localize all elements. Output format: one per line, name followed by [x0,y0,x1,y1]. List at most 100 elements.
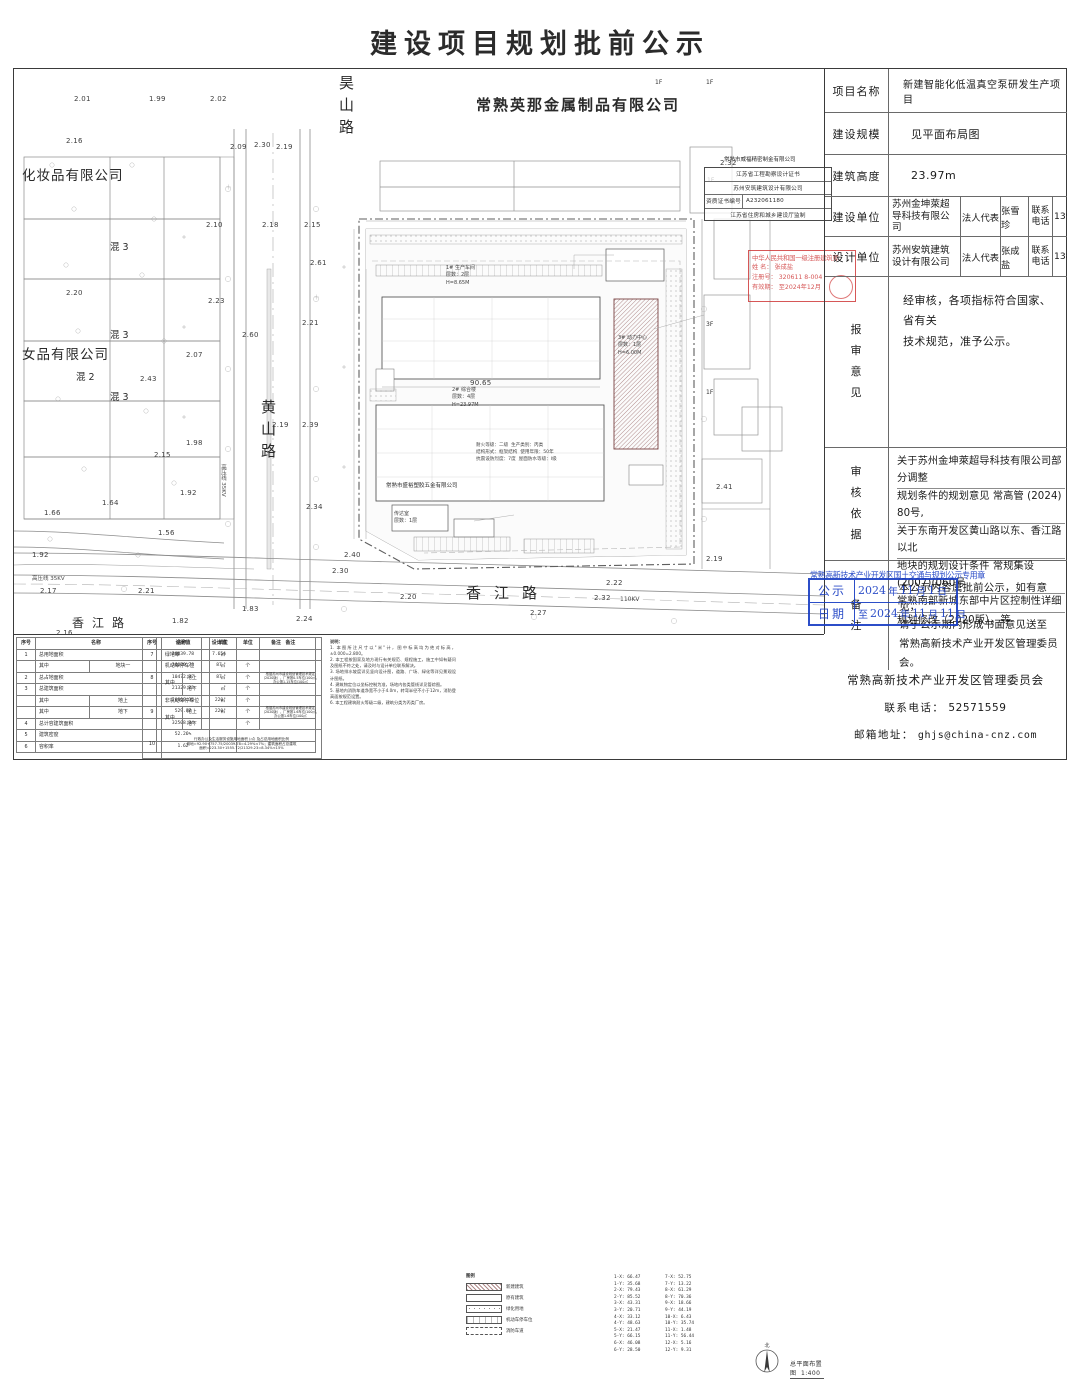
label-project-name: 项目名称 [825,69,889,112]
seal-reg-label: 注册号： [752,274,777,282]
elev-pt: 2.32 [720,159,737,167]
table-row: 8 机动车停车位 87 个 根据苏州市建设规划管理技术规定（2020版），厂房按… [142,660,323,696]
elev-pt: 2.43 [140,375,157,383]
site-plan-drawing: 常熟英那金属制品有限公司 常熟市威福精密制金有限公司 化妆品有限公司 女品有限公… [14,69,824,634]
label-build-height: 建筑高度 [825,155,889,196]
coord-item: 4-Y: 48.63 [614,1321,641,1327]
building-callout-2: 2# 综合楼 层数：4层 H=23.97M [452,387,479,409]
label-contact-tel-1: 联系电话 [1029,197,1053,236]
notes-line-2: 2. 本工程按国家及地方现行有关规范、规程施工，施工中如有疑问及图纸不符之处，请… [330,657,456,669]
park-header-row: 序号 名称 设计值 单位 备注 [142,637,323,650]
seal-name-label: 姓 名： [752,264,773,272]
elev-pt: 2.23 [208,297,225,305]
econ-name: 容积率 [35,740,157,753]
econ-name: 总计容建筑面积 [35,717,157,730]
seal-reg-value: 320611 8-004 [778,274,823,282]
north-company-label: 常熟英那金属制品有限公司 [476,96,681,114]
public-notice-date-stamp: 常熟高新技术产业开发区国土交通与规划公示专用章 公示 2024 年 11 月 1… [808,570,985,626]
elev-pt: 2.19 [276,143,293,151]
authority-tel-value: 52571559 [948,702,1007,714]
ratio-line-2: 用地=92.90+757.75/20039.78=4.29%<7%；建筑面积占总… [186,741,297,746]
park-value: 220 [201,706,237,719]
plan-scale: 1:400 [801,1370,821,1377]
table-row: 地下 个 [143,683,322,696]
park-unit: 个 [235,717,260,730]
seal-valid-value: 至2024年12月 [778,284,821,292]
ratio-text: 行政办公及生活服务设施用地面积 (㎡) 及占总用地面积比例 用地=92.90+7… [160,729,323,759]
building-3-height: H=6.00M [618,349,642,356]
value-build-height: 23.97m [911,169,957,182]
elev-pt: 2.19 [272,421,289,429]
park-h-unit: 单位 [235,637,260,650]
page-title: 建设项目规划批前公示 [370,29,710,60]
elev-pt: 2.02 [210,95,227,103]
econ-no: 3 [16,683,36,696]
coord-item: 9-Y: 44.19 [665,1308,692,1314]
end-day-unit: 日 [956,609,966,621]
building-3-label: 3# 动力中心 [618,335,647,341]
park-h-name: 名称 [160,637,203,650]
legend-swatch-existing-building [466,1293,502,1302]
general-notes-block: 说明： 1. 本图所注尺寸以"米"计，图中标高均为绝对标高，±0.000=2.8… [330,639,456,706]
legend-swatch-parking [466,1315,502,1324]
elev-pt: 2.18 [262,221,279,229]
start-month: 11 [900,584,914,598]
mix-code-label-1: 混 3 [110,242,129,253]
legend-label-existing-building: 原有建筑 [506,1295,524,1301]
coord-item: 5-X: 21.47 [614,1327,641,1333]
elev-pt: 2.01 [74,95,91,103]
econ-sub: 地上 [88,694,158,707]
qual-cert-value: A232061180 [746,198,784,205]
stamp-date-start: 2024 年 11 月 1 日 [855,580,956,602]
value-review-basis: 关于苏州金坤萊超导科技有限公司部分调整 规划条件的规划意见 常高管 (2024)… [889,448,1067,626]
elev-pt: 2.15 [304,221,321,229]
table-row: 9 非机动车停车位 220 个 根据苏州市建设规划管理技术规定（2020版），厂… [142,694,323,730]
econ-name: 总建筑面积 [35,683,157,696]
panel-row-construction-unit: 建设单位 苏州金坤萊超导科技有限公司 法人代表 张雪珍 联系电话 1396237… [825,197,1067,237]
building-2-floors: 层数：4层 [452,394,476,401]
elev-pt: 1.92 [32,551,49,559]
park-note: 根据苏州市建设规划管理技术规定（2020版），厂房按1.6车位/100㎡，办公按… [258,694,323,730]
road-label-huangshan: 黄山路 [259,399,277,465]
table-row-ratio: 10 行政办公及生活服务设施用地面积 (㎡) 及占总用地面积比例 用地=92.9… [142,729,323,759]
econ-no: 5 [16,729,36,742]
road-label-xiangjiang: 香江路 [466,584,551,602]
econ-no [16,706,36,719]
park-name: 绿地率 [160,648,203,661]
elev-pt: 2.20 [400,593,417,601]
park-note: 根据苏州市建设规划管理技术规定（2020版），厂房按0.5车位/100㎡，办公按… [258,660,323,696]
coord-item: 7-Y: 13.22 [665,1281,692,1287]
basis-line-6: 规划修改（2020版），等 [897,614,1011,626]
legend-title: 图例 [466,1274,475,1279]
legend-label-green: 绿化用地 [506,1306,524,1312]
start-day: 1 [928,584,935,598]
park-unit: 个 [235,706,260,719]
coord-item: 2-Y: 85.52 [614,1294,641,1300]
econ-h-name: 名称 [35,637,157,650]
label-design-unit: 设计单位 [825,237,889,276]
table-row: 7 绿地率 7.65% [142,648,323,661]
notice-authority-footer: 常熟高新技术产业开发区管理委员会 联系电话： 52571559 邮箱地址： gh… [824,634,1067,760]
coord-item: 1-Y: 35.68 [614,1281,641,1287]
panel-row-design-unit: 设计单位 苏州安筑建筑设计有限公司 法人代表 张成盐 联系电话 13806237… [825,237,1067,277]
authority-tel-label: 联系电话： [884,702,945,714]
qual-line-2: 苏州安筑建筑设计有限公司 [705,182,831,195]
building-2-height: H=23.97M [452,401,479,408]
remark-line-1: 本公示内容属批前公示，如有意见， [899,582,1048,613]
end-year-unit: 年 [900,609,910,621]
ratio-line-3: 面积=223.30+1555.72/21329.23=8.34%<15% [199,746,284,751]
elev-pt: 2.30 [254,141,271,149]
coord-item: 7-X: 52.75 [665,1275,692,1280]
start-year: 2024 [858,584,886,598]
coord-item: 8-Y: 70.36 [665,1294,692,1300]
park-value: 87 [201,671,237,684]
panel-row-project-name: 项目名称 新建智能化低温真空泵研发生产项目 [825,69,1067,113]
value-build-scale: 见平面布局图 [911,127,980,141]
seal-reg-row: 注册号： 320611 8-004 [752,273,852,283]
authority-tel-row: 联系电话： 52571559 [824,700,1067,715]
seal-title: 中华人民共和国一级注册建筑师 [752,254,839,262]
notes-line-1: 1. 本图所注尺寸以"米"计，图中标高均为绝对标高，±0.000=2.800。 [330,645,456,657]
econ-name: 其中 [35,660,90,673]
label-legal-rep-2: 法人代表 [961,237,1001,276]
review-char-1: 报 [850,323,863,337]
